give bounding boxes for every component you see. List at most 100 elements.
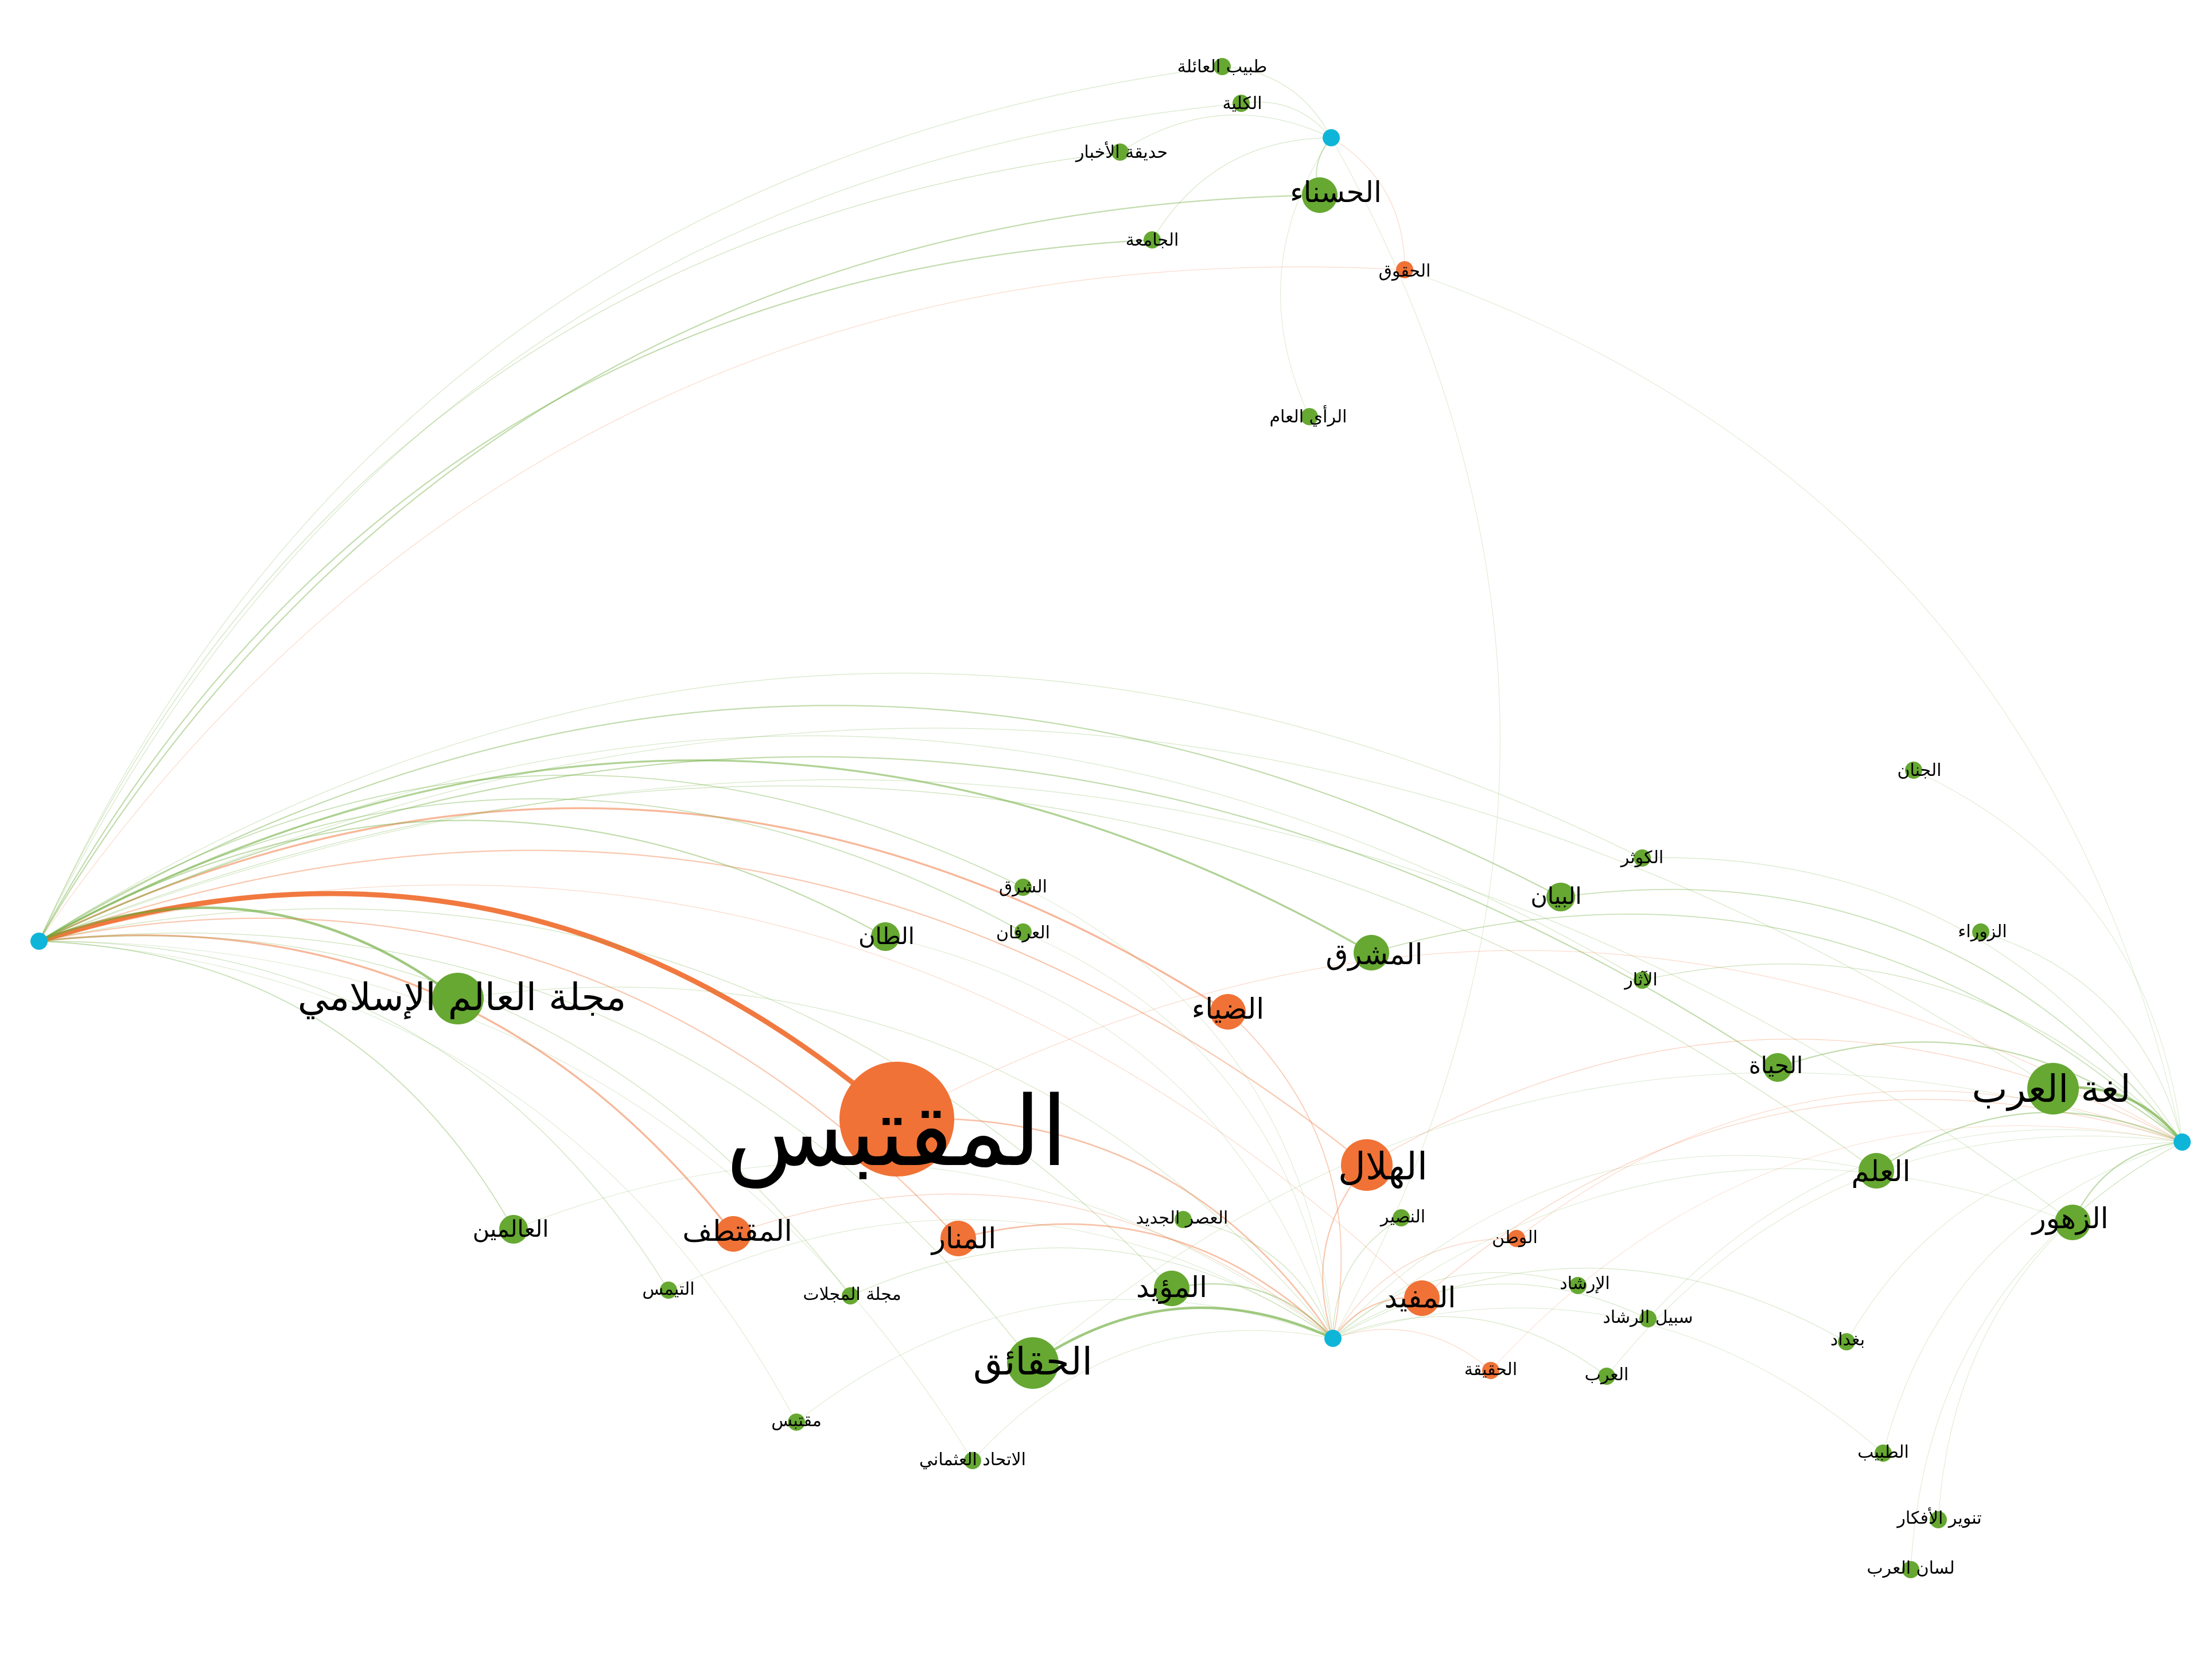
node-zawraa[interactable] bbox=[1972, 923, 1989, 941]
edge-hub-right-zawraa bbox=[1980, 931, 2183, 1143]
node-jamia[interactable] bbox=[1144, 231, 1161, 248]
node-athar[interactable] bbox=[1634, 972, 1651, 989]
edge-hub-center-muqtabas-small bbox=[796, 1299, 1334, 1423]
node-label-jamia: الجامعة bbox=[1126, 230, 1179, 250]
node-muqtabas[interactable] bbox=[839, 1062, 954, 1176]
edge-hub-center-arab bbox=[1332, 1316, 1607, 1377]
edge-hub-right-muqtabas bbox=[896, 950, 2183, 1143]
node-irfan[interactable] bbox=[1014, 923, 1032, 941]
edge-hub-center-ilm bbox=[1332, 1155, 1877, 1339]
node-label-hayat: الحياة bbox=[1749, 1053, 1803, 1079]
node-lughat-arab[interactable] bbox=[2027, 1063, 2079, 1115]
edge-hub-top-hadiqat bbox=[1119, 114, 1332, 153]
node-label-bayan: البيان bbox=[1530, 883, 1581, 910]
node-label-irfan: العرفان bbox=[996, 923, 1050, 943]
node-kulliya[interactable] bbox=[1233, 95, 1250, 112]
edge-hub-left-bayan bbox=[38, 705, 1561, 942]
node-label-lisan-arab: لسان العرب bbox=[1867, 1558, 1954, 1578]
hub-node-hub-right[interactable] bbox=[2174, 1133, 2191, 1151]
node-baghdad[interactable] bbox=[1838, 1333, 1855, 1350]
node-label-watan: الوطن bbox=[1492, 1228, 1538, 1248]
node-label-diyaa: الضياء bbox=[1192, 992, 1264, 1026]
node-zuhur[interactable] bbox=[2055, 1205, 2090, 1240]
node-muayyad[interactable] bbox=[1154, 1271, 1189, 1306]
edge-hub-center-muqtabas bbox=[896, 1117, 1334, 1339]
node-ittihad[interactable] bbox=[964, 1452, 981, 1469]
edge-hub-right-tanwir bbox=[1938, 1141, 2183, 1520]
node-mashriq[interactable] bbox=[1354, 935, 1389, 970]
node-alamin[interactable] bbox=[499, 1215, 528, 1244]
node-ilm[interactable] bbox=[1859, 1153, 1894, 1189]
node-tibb[interactable] bbox=[1875, 1445, 1892, 1462]
edge-hub-left-irfan bbox=[38, 798, 1024, 942]
node-label-irshad: الإرشاد bbox=[1560, 1273, 1610, 1294]
node-label-tabib-aila: طبيب العائلة bbox=[1177, 57, 1267, 77]
edge-hub-center-sharq bbox=[1023, 887, 1334, 1339]
node-haqaiq[interactable] bbox=[1007, 1337, 1059, 1389]
node-irshad[interactable] bbox=[1569, 1277, 1587, 1294]
node-label-asr-jadid: العصر الجديد bbox=[1136, 1208, 1229, 1228]
edge-hub-left-tabib-aila bbox=[38, 66, 1223, 942]
node-arab[interactable] bbox=[1598, 1368, 1615, 1385]
node-watan[interactable] bbox=[1508, 1230, 1525, 1247]
node-haqiqa[interactable] bbox=[1482, 1362, 1499, 1379]
node-tilan[interactable] bbox=[871, 922, 900, 951]
edge-hub-center-nasir bbox=[1332, 1217, 1402, 1339]
edge-hub-right-haqaiq bbox=[1032, 1072, 2183, 1364]
node-majallat[interactable] bbox=[842, 1287, 859, 1304]
node-muqtataf[interactable] bbox=[716, 1216, 751, 1252]
hub-node-hub-center[interactable] bbox=[1324, 1330, 1342, 1347]
node-asr-jadid[interactable] bbox=[1175, 1211, 1192, 1228]
edge-huquq-hub-right bbox=[1404, 269, 2183, 1143]
node-alam-islami[interactable] bbox=[432, 973, 484, 1024]
edge-hub-center-haqaiq bbox=[1032, 1306, 1334, 1364]
edge-hub-top-tabib-aila bbox=[1222, 66, 1332, 138]
node-label-arab: العرب bbox=[1585, 1365, 1629, 1385]
node-mufid[interactable] bbox=[1404, 1280, 1440, 1316]
node-nasir[interactable] bbox=[1393, 1209, 1410, 1226]
edges-layer bbox=[38, 66, 2183, 1570]
node-label-haqaiq: الحقائق bbox=[973, 1339, 1093, 1384]
node-hasnaa[interactable] bbox=[1302, 177, 1338, 213]
node-label-hadiqat: حديقة الأخبار bbox=[1075, 141, 1168, 162]
node-label-hasnaa: الحسناء bbox=[1290, 176, 1382, 209]
edge-hub-left-hilal bbox=[38, 849, 1367, 1166]
node-huquq[interactable] bbox=[1396, 261, 1413, 278]
hub-node-hub-top[interactable] bbox=[1323, 129, 1340, 146]
node-label-athar: الآثار bbox=[1623, 970, 1657, 990]
node-sabil[interactable] bbox=[1639, 1310, 1657, 1327]
edge-hub-right-zuhur bbox=[2071, 1141, 2183, 1223]
edge-hub-left-haqaiq bbox=[38, 933, 1033, 1364]
edge-hub-left-kulliya bbox=[38, 103, 1242, 942]
node-taymis[interactable] bbox=[660, 1282, 677, 1299]
node-lisan-arab[interactable] bbox=[1902, 1561, 1919, 1578]
edge-hub-left-jamia bbox=[38, 239, 1153, 942]
edge-hub-left-taymis bbox=[38, 941, 669, 1291]
node-tabib-aila[interactable] bbox=[1214, 58, 1231, 75]
edge-hub-left-muqtabas bbox=[38, 891, 899, 1121]
node-muqtabas-small[interactable] bbox=[788, 1414, 805, 1431]
hub-node-hub-left[interactable] bbox=[30, 933, 48, 950]
edge-hub-center-watan bbox=[1332, 1238, 1517, 1339]
node-hayat[interactable] bbox=[1763, 1053, 1792, 1082]
node-bayan[interactable] bbox=[1546, 883, 1575, 911]
node-jinan[interactable] bbox=[1905, 762, 1922, 779]
node-label-sabil: سبيل الرشاد bbox=[1603, 1307, 1693, 1327]
edge-hub-left-hasnaa bbox=[38, 194, 1320, 942]
node-hilal[interactable] bbox=[1341, 1139, 1393, 1191]
node-sharq[interactable] bbox=[1014, 879, 1032, 896]
node-label-kawthar: الكوثر bbox=[1620, 848, 1663, 868]
edge-hub-right-bayan bbox=[1560, 888, 2183, 1143]
node-rai-am[interactable] bbox=[1301, 408, 1318, 425]
edge-hub-center-ittihad bbox=[972, 1330, 1334, 1461]
node-manar[interactable] bbox=[940, 1221, 976, 1256]
edge-hub-left-alam-islami bbox=[38, 906, 459, 1000]
edge-hub-center-majallat bbox=[850, 1247, 1334, 1339]
node-tanwir[interactable] bbox=[1930, 1511, 1947, 1528]
node-hadiqat[interactable] bbox=[1111, 143, 1129, 161]
node-diyaa[interactable] bbox=[1210, 994, 1246, 1030]
node-label-baghdad: بغداد bbox=[1830, 1330, 1865, 1350]
node-kawthar[interactable] bbox=[1634, 849, 1651, 867]
